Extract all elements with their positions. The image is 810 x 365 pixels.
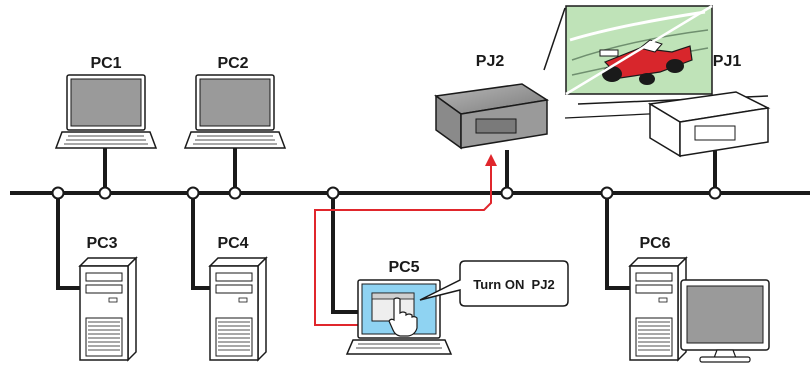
race-car-image <box>599 39 693 85</box>
pc2-label: PC2 <box>217 55 248 72</box>
turn-on-callout: Turn ON PJ2 <box>419 260 569 307</box>
pc5-laptop[interactable] <box>345 279 453 355</box>
pj1-projector[interactable] <box>647 91 771 158</box>
network-drops <box>56 148 717 314</box>
pc2-laptop[interactable] <box>183 74 287 149</box>
pc1-label: PC1 <box>90 55 121 72</box>
pc4-label: PC4 <box>217 235 248 252</box>
pc6-monitor <box>680 279 770 363</box>
control-arrowhead <box>485 154 497 166</box>
callout-text: Turn ON PJ2 <box>473 277 554 292</box>
control-path <box>314 165 492 326</box>
pc6-label: PC6 <box>639 235 670 252</box>
pc5-label: PC5 <box>388 259 419 276</box>
hand-pointer-icon <box>388 297 418 337</box>
pj2-projector[interactable] <box>434 83 550 150</box>
projected-image <box>543 4 769 119</box>
pc1-laptop[interactable] <box>54 74 158 149</box>
connection-nodes <box>51 186 722 200</box>
pc6-tower[interactable] <box>628 256 688 362</box>
pc4-tower[interactable] <box>208 256 268 362</box>
pc3-tower[interactable] <box>78 256 138 362</box>
pj2-label: PJ2 <box>476 53 505 70</box>
pj1-label: PJ1 <box>713 53 742 70</box>
pc3-label: PC3 <box>86 235 117 252</box>
